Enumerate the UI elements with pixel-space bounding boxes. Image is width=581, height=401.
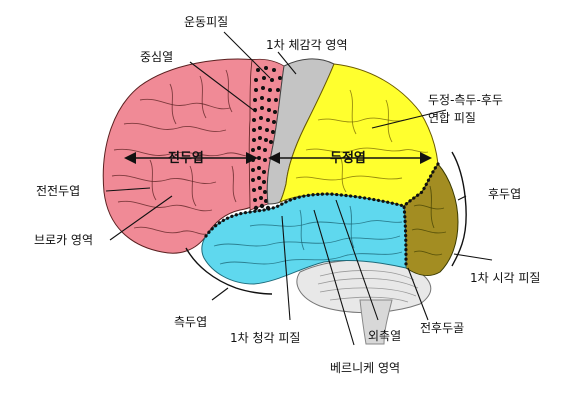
label-temporal-lobe: 측두엽: [174, 315, 207, 329]
occipital-bracket: [451, 151, 467, 267]
label-association-cortex: 연합 피질: [428, 111, 476, 125]
label-parietal-lobe: 두정엽: [330, 150, 366, 166]
parietal-arrow: [268, 152, 432, 164]
label-primary-visual: 1차 시각 피질: [470, 271, 540, 285]
label-wernicke: 베르니케 영역: [330, 361, 400, 375]
cerebellum: [296, 259, 432, 345]
label-lateral-sulcus: 외측열: [368, 329, 401, 343]
leader-lines: [105, 31, 493, 346]
label-parieto-temporo-occipital: 두정-측두-후두: [428, 93, 503, 107]
label-central-sulcus: 중심열: [140, 50, 173, 64]
occipital-boundary: [402, 162, 440, 270]
label-frontal-lobe: 전두엽: [168, 150, 204, 166]
label-broca: 브로카 영역: [34, 233, 93, 247]
label-preoccipital-notch: 전후두골: [420, 321, 464, 335]
label-occipital-lobe: 후두엽: [488, 187, 521, 201]
label-primary-somatosensory: 1차 체감각 영역: [266, 38, 348, 52]
label-motor-cortex: 운동피질: [184, 15, 228, 29]
frontal-arrow: [124, 152, 258, 164]
parieto-temporal-boundary: [204, 192, 406, 238]
label-primary-auditory: 1차 청각 피질: [230, 331, 300, 345]
label-prefrontal: 전전두엽: [36, 184, 80, 198]
temporal-bracket: [185, 247, 273, 295]
